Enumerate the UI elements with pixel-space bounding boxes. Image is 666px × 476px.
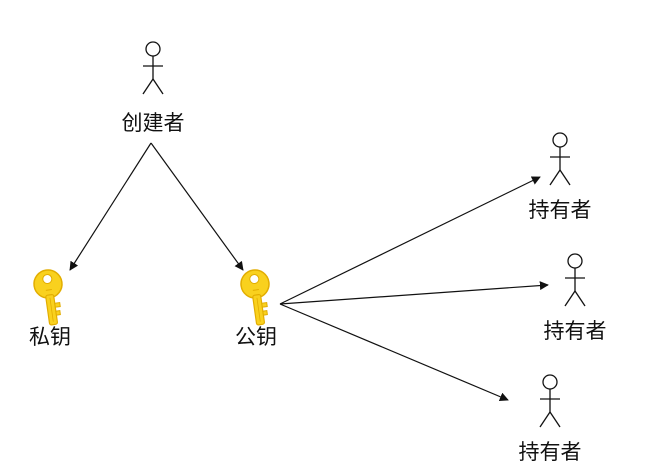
edge-creator-to-public-key — [150, 142, 244, 271]
private-key-label: 私钥 — [29, 325, 71, 349]
stick-figure-icon — [564, 253, 586, 307]
public-key-node: 公钥 — [235, 267, 277, 349]
stick-figure-icon — [549, 132, 571, 186]
holder-node-2: 持有者 — [544, 253, 607, 343]
key-icon — [238, 267, 276, 328]
key-icon — [31, 267, 69, 328]
edge-creator-to-private-key — [69, 142, 152, 271]
stick-figure-icon — [539, 374, 561, 428]
holder-node-1: 持有者 — [529, 132, 592, 222]
holder-label-3: 持有者 — [519, 440, 582, 464]
creator-node: 创建者 — [122, 41, 185, 135]
holder-node-3: 持有者 — [519, 374, 582, 464]
edge-public-key-to-holder-1 — [279, 176, 541, 305]
stick-figure-icon — [142, 41, 164, 95]
edge-public-key-to-holder-3 — [279, 303, 509, 402]
private-key-node: 私钥 — [29, 267, 71, 349]
holder-label-2: 持有者 — [544, 319, 607, 343]
public-key-label: 公钥 — [235, 325, 277, 349]
holder-label-1: 持有者 — [529, 198, 592, 222]
edge-public-key-to-holder-2 — [279, 281, 549, 305]
creator-label: 创建者 — [122, 111, 185, 135]
